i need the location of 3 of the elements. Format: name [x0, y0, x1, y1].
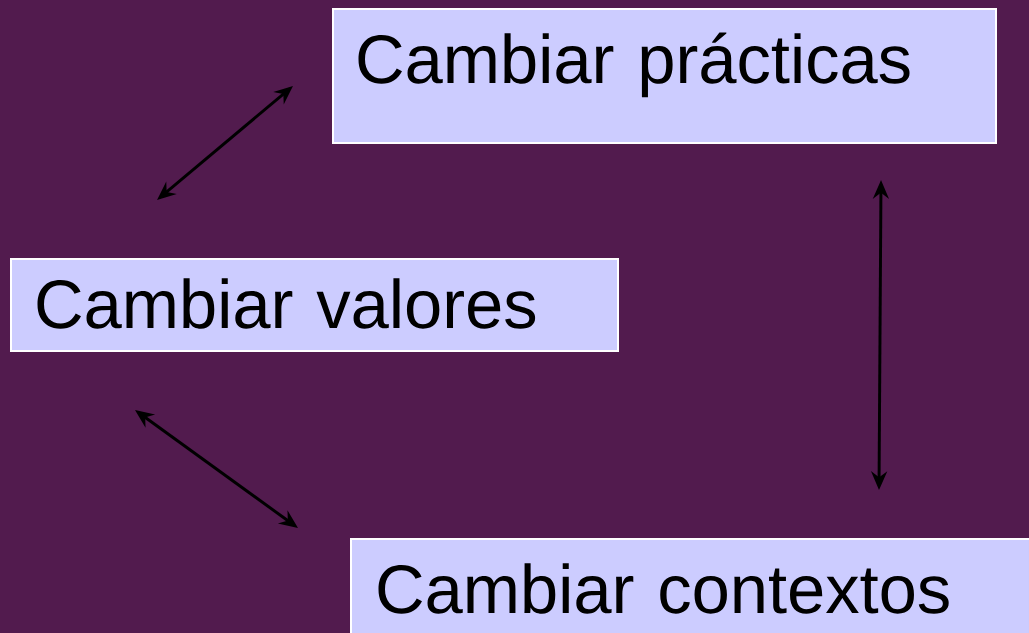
text-box: Cambiar valores — [10, 258, 619, 352]
text-box: Cambiar prácticas — [332, 8, 997, 144]
text-box: Cambiar contextos — [350, 538, 1029, 633]
